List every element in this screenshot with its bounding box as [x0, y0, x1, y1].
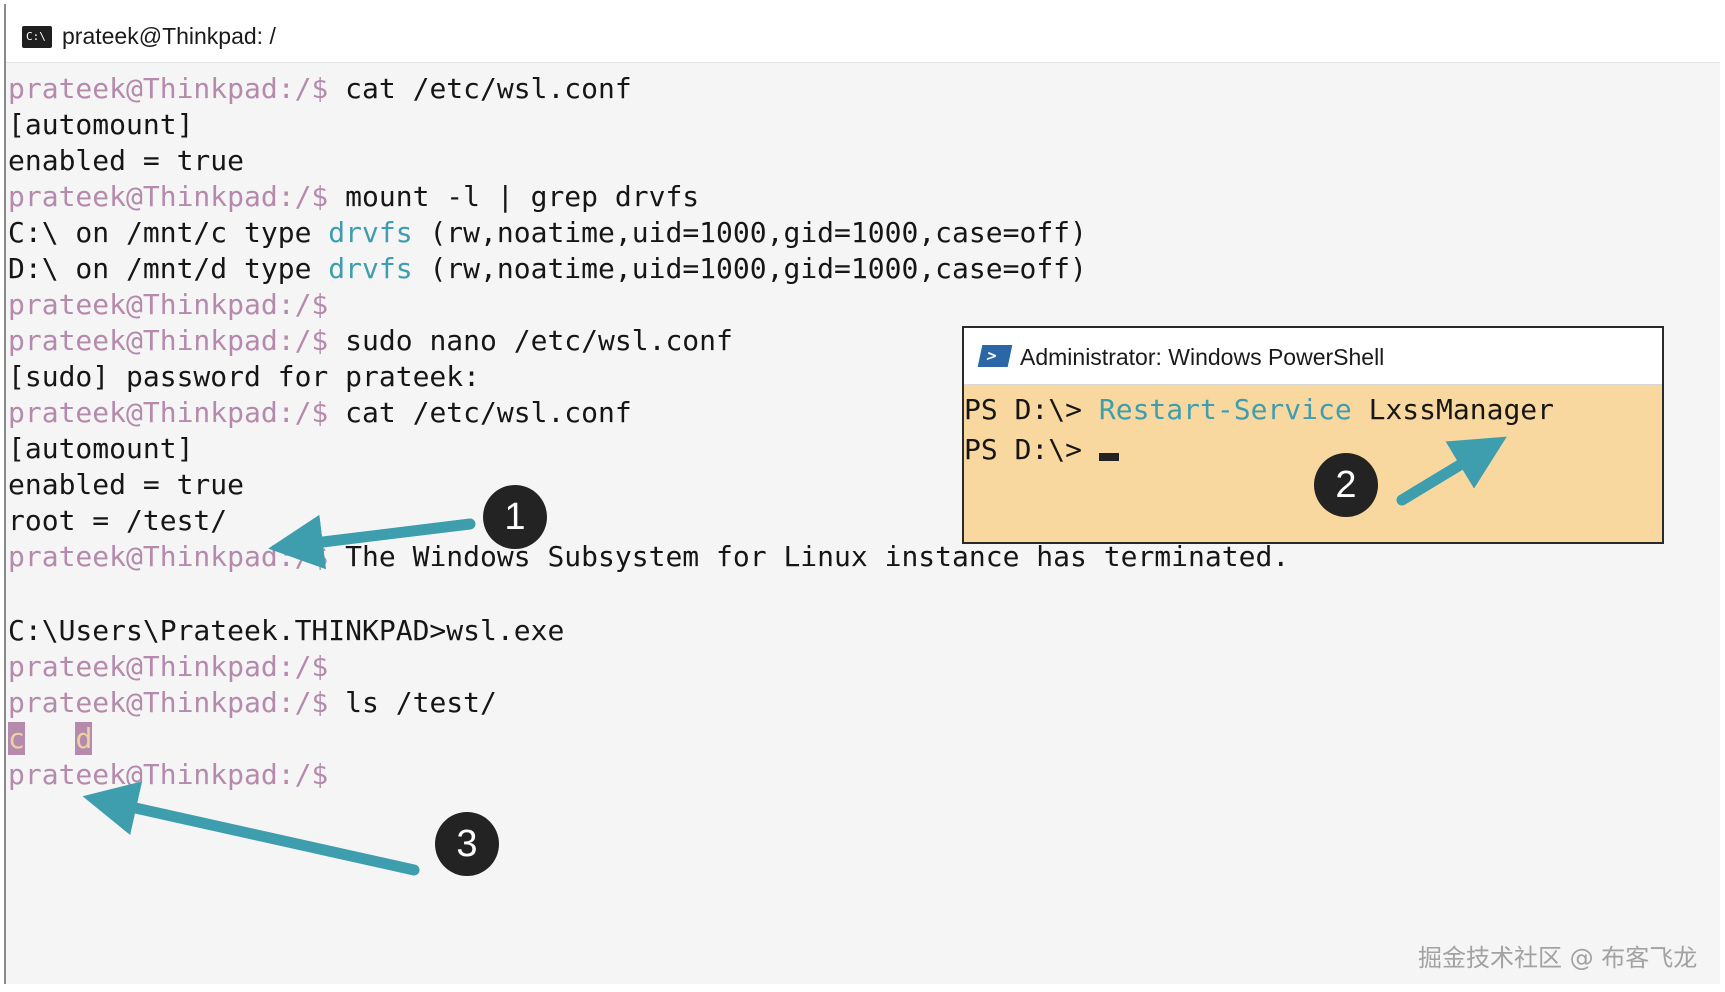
text-cursor	[1098, 453, 1119, 461]
output-text: (rw,noatime,uid=1000,gid=1000,case=off)	[412, 252, 1087, 285]
ps-prompt: PS D:\>	[964, 433, 1099, 466]
powershell-line[interactable]: PS D:\>	[964, 430, 1119, 470]
terminal-line: prateek@Thinkpad:/$	[8, 285, 328, 324]
command-text: ls /test/	[328, 686, 497, 719]
output-text: root = /test/	[8, 504, 228, 537]
output-text: enabled = true	[8, 144, 245, 177]
output-text: enabled = true	[8, 468, 245, 501]
terminal-line: prateek@Thinkpad:/$	[8, 755, 328, 794]
terminal-line: [sudo] password for prateek:	[8, 357, 480, 396]
terminal-line: prateek@Thinkpad:/$	[8, 647, 328, 686]
terminal-line: C:\Users\Prateek.THINKPAD>wsl.exe	[8, 611, 564, 650]
terminal-line: prateek@Thinkpad:/$ cat /etc/wsl.conf	[8, 393, 632, 432]
shell-prompt: prateek@Thinkpad:/$	[8, 758, 329, 791]
callout-badge-3: 3	[435, 812, 499, 876]
output-text: [automount]	[8, 108, 194, 141]
output-text: C:\ on /mnt/c type	[8, 216, 329, 249]
command-text: cat /etc/wsl.conf	[328, 396, 632, 429]
terminal-line: c d	[8, 719, 93, 758]
terminal-line: prateek@Thinkpad:/$ sudo nano /etc/wsl.c…	[8, 321, 733, 360]
shell-prompt: prateek@Thinkpad:/$	[8, 650, 329, 683]
powershell-titlebar[interactable]: > Administrator: Windows PowerShell	[964, 328, 1662, 385]
terminal-line: enabled = true	[8, 465, 244, 504]
terminal-line: C:\ on /mnt/c type drvfs (rw,noatime,uid…	[8, 213, 1087, 252]
command-text: cat /etc/wsl.conf	[328, 72, 632, 105]
ps-argument: LxssManager	[1351, 393, 1555, 426]
watermark: 掘金技术社区 @ 布客飞龙	[1418, 944, 1698, 972]
shell-prompt: prateek@Thinkpad:/$	[8, 180, 329, 213]
directory-entry: c	[8, 722, 25, 755]
output-text: C:\Users\Prateek.THINKPAD>wsl.exe	[8, 614, 565, 647]
command-text: sudo nano /etc/wsl.conf	[328, 324, 733, 357]
shell-prompt: prateek@Thinkpad:/$	[8, 72, 329, 105]
output-text: [automount]	[8, 432, 194, 465]
fs-type-text: drvfs	[328, 252, 413, 285]
shell-prompt: prateek@Thinkpad:/$	[8, 686, 329, 719]
powershell-line: PS D:\> Restart-Service LxssManager	[964, 390, 1554, 430]
terminal-icon: C:\	[22, 26, 52, 48]
shell-prompt: prateek@Thinkpad:/$	[8, 396, 329, 429]
command-text: mount -l | grep drvfs	[328, 180, 700, 213]
terminal-line: enabled = true	[8, 141, 244, 180]
directory-entry: d	[75, 722, 93, 755]
terminal-line: prateek@Thinkpad:/$ cat /etc/wsl.conf	[8, 69, 632, 108]
powershell-title: Administrator: Windows PowerShell	[1020, 344, 1385, 370]
shell-prompt: prateek@Thinkpad:/$	[8, 540, 329, 573]
terminal-titlebar[interactable]: C:\ prateek@Thinkpad: /	[6, 4, 1720, 63]
terminal-line: prateek@Thinkpad:/$ mount -l | grep drvf…	[8, 177, 699, 216]
callout-badge-1: 1	[483, 485, 547, 549]
terminal-line: prateek@Thinkpad:/$ ls /test/	[8, 683, 497, 722]
callout-badge-2: 2	[1314, 453, 1378, 517]
terminal-line: root = /test/	[8, 501, 227, 540]
terminal-line: [automount]	[8, 105, 193, 144]
shell-prompt: prateek@Thinkpad:/$	[8, 288, 329, 321]
terminal-line: [automount]	[8, 429, 193, 468]
output-text: The Windows Subsystem for Linux instance…	[328, 540, 1290, 573]
output-text: D:\ on /mnt/d type	[8, 252, 329, 285]
fs-type-text: drvfs	[328, 216, 413, 249]
ps-cmdlet: Restart-Service	[1098, 393, 1352, 426]
output-text: (rw,noatime,uid=1000,gid=1000,case=off)	[412, 216, 1087, 249]
powershell-icon: >	[977, 345, 1013, 367]
powershell-window: > Administrator: Windows PowerShell PS D…	[962, 326, 1664, 544]
shell-prompt: prateek@Thinkpad:/$	[8, 324, 329, 357]
ps-prompt: PS D:\>	[964, 393, 1099, 426]
window-title: prateek@Thinkpad: /	[62, 23, 276, 49]
output-text: [sudo] password for prateek:	[8, 360, 481, 393]
terminal-line: D:\ on /mnt/d type drvfs (rw,noatime,uid…	[8, 249, 1087, 288]
